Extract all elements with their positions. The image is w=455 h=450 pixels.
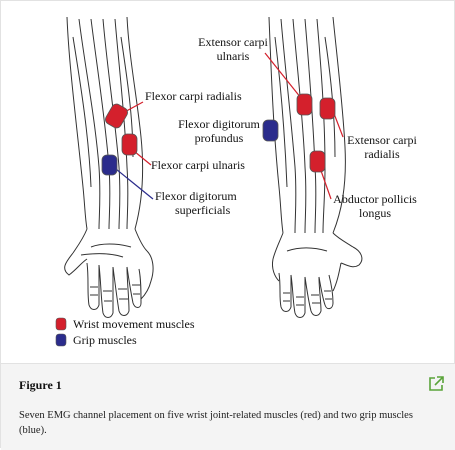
- label-extensor-carpi-ulnaris-2: ulnaris: [217, 49, 250, 63]
- label-abductor-pollicis-longus-1: Abductor pollicis: [333, 192, 417, 206]
- electrode-extensor-carpi-ulnaris: [297, 94, 312, 115]
- legend-swatch-wrist: [56, 318, 66, 330]
- legend-swatch-grip: [56, 334, 66, 346]
- diagram-canvas: Flexor carpi radialis Flexor digitorum p…: [7, 7, 452, 357]
- label-abductor-pollicis-longus-2: longus: [359, 206, 391, 220]
- label-flexor-digitorum-superficials-1: Flexor digitorum: [155, 189, 237, 203]
- label-extensor-carpi-radialis-2: radialis: [364, 147, 400, 161]
- electrode-flexor-carpi-radialis: [104, 102, 130, 130]
- legend-label-wrist: Wrist movement muscles: [73, 317, 195, 331]
- caption-panel: Figure 1 Seven EMG channel placement on …: [1, 363, 455, 450]
- label-flexor-carpi-radialis: Flexor carpi radialis: [145, 89, 242, 103]
- label-flexor-digitorum-profundus-2: profundus: [195, 131, 244, 145]
- legend: Wrist movement muscles Grip muscles: [56, 317, 195, 347]
- label-flexor-digitorum-profundus-1: Flexor digitorum: [178, 117, 260, 131]
- muscle-labels: Flexor carpi radialis Flexor digitorum p…: [145, 35, 417, 220]
- legend-label-grip: Grip muscles: [73, 333, 137, 347]
- emg-placement-diagram: Flexor carpi radialis Flexor digitorum p…: [7, 7, 452, 357]
- label-extensor-carpi-radialis-1: Extensor carpi: [347, 133, 417, 147]
- label-flexor-carpi-ulnaris: Flexor carpi ulnaris: [151, 158, 245, 172]
- figure-title: Figure 1: [19, 378, 62, 393]
- electrode-flexor-digitorum-superficials: [102, 155, 117, 175]
- open-in-new-icon[interactable]: [427, 375, 445, 393]
- label-extensor-carpi-ulnaris-1: Extensor carpi: [198, 35, 268, 49]
- label-flexor-digitorum-superficials-2: superficials: [175, 203, 231, 217]
- electrode-extensor-carpi-radialis: [320, 98, 335, 119]
- electrode-flexor-carpi-ulnaris: [122, 134, 137, 155]
- open-in-new-icon-glyph: [427, 375, 445, 393]
- figure-caption: Seven EMG channel placement on five wris…: [19, 408, 443, 438]
- electrode-abductor-pollicis-longus: [310, 151, 325, 172]
- electrode-flexor-digitorum-profundus: [263, 120, 278, 141]
